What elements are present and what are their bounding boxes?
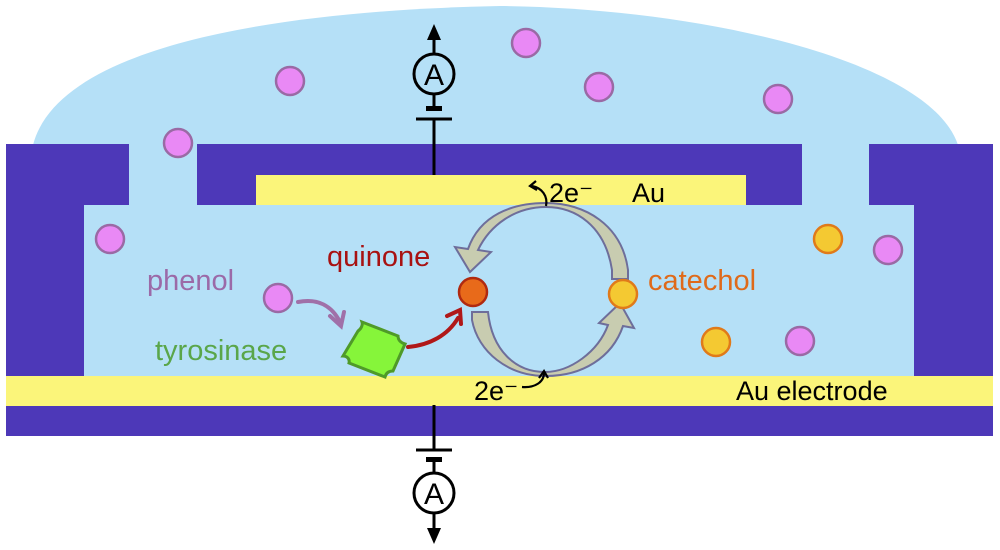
quinone-molecule — [457, 276, 489, 308]
top-plate-short — [426, 106, 442, 111]
phenol-to-enzyme-arrowhead-icon — [328, 310, 346, 330]
enzyme-to-quinone-arrowhead-icon — [445, 306, 463, 326]
bottom-au-electrode — [6, 376, 993, 406]
substrate — [6, 144, 993, 436]
top-electrons-label: 2e⁻ — [549, 178, 593, 208]
tyrosinase-enzyme — [340, 319, 408, 380]
top-current-arrow-icon — [427, 24, 441, 40]
quinone-label: quinone — [327, 241, 430, 273]
electron-transfer-arrows — [521, 180, 549, 389]
catechol-label: catechol — [648, 265, 756, 297]
phenol-molecule — [762, 83, 794, 115]
solution-droplet — [33, 6, 958, 145]
bottom-ammeter-label: A — [424, 478, 444, 511]
substrate-left-post — [6, 144, 84, 376]
oxidation-arrow-top — [453, 201, 629, 280]
substrate-base — [6, 406, 993, 436]
phenol-molecule — [872, 234, 904, 266]
tyrosinase-label: tyrosinase — [155, 335, 287, 367]
reduction-arrow-bottom — [471, 301, 636, 378]
top-electron-arrowhead-icon — [528, 180, 538, 191]
phenol-molecule — [784, 325, 816, 357]
bottom-plate-short — [426, 457, 442, 462]
phenol-molecule — [94, 223, 126, 255]
substrate-right-post — [914, 144, 993, 376]
phenol-label: phenol — [147, 265, 234, 297]
catechol-molecule — [607, 278, 639, 310]
bottom-circuit — [412, 405, 456, 544]
phenol-molecule — [262, 282, 294, 314]
bottom-electron-arrowhead-icon — [538, 368, 549, 379]
top-circuit — [412, 24, 456, 175]
bottom-current-arrow-icon — [427, 528, 441, 544]
phenol-molecule — [510, 27, 542, 59]
phenol-to-enzyme-arrow — [296, 299, 342, 324]
enzyme-to-quinone-arrow — [406, 316, 460, 349]
redox-cycle — [453, 201, 636, 378]
bottom-electron-arc — [521, 372, 546, 389]
bottom-electrons-label: 2e⁻ — [474, 376, 518, 406]
phenol-molecule — [162, 127, 194, 159]
phenol-molecule — [583, 71, 615, 103]
catechol-molecule — [812, 223, 844, 255]
catechol-molecule — [700, 326, 732, 358]
inlet-right — [802, 140, 869, 210]
top-ammeter-label: A — [424, 59, 444, 92]
phenol-molecule — [274, 65, 306, 97]
bottom-electrode-label: Au electrode — [736, 376, 888, 406]
top-electrode-label: Au — [632, 178, 665, 208]
top-electron-arc — [531, 184, 548, 207]
top-au-electrode — [256, 175, 746, 205]
molecules — [94, 27, 904, 358]
